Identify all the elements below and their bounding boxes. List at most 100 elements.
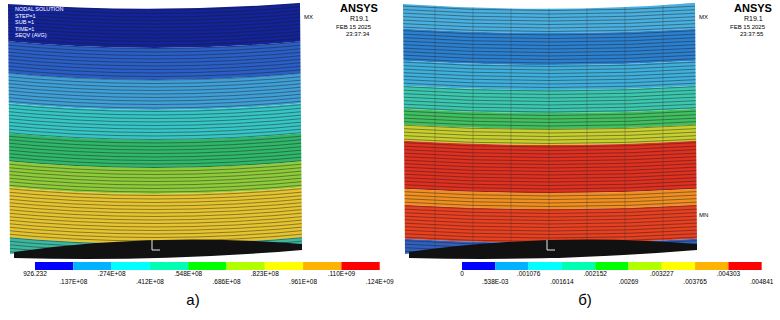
mesh-line bbox=[0, 111, 315, 119]
contour-band bbox=[0, 40, 315, 80]
mesh-line bbox=[390, 209, 710, 214]
mesh-line bbox=[587, 0, 588, 260]
contour-band bbox=[0, 186, 315, 244]
mesh-line bbox=[0, 6, 315, 14]
mesh-line bbox=[0, 219, 315, 227]
mesh-line bbox=[390, 30, 710, 35]
legend-value: .274E+08 bbox=[98, 271, 126, 278]
mesh-line bbox=[0, 209, 315, 217]
mesh-line bbox=[0, 216, 315, 224]
mesh-line bbox=[390, 51, 710, 56]
mesh-line bbox=[390, 2, 710, 7]
legend-swatch bbox=[662, 262, 695, 270]
max-marker: MX bbox=[304, 14, 313, 20]
mesh-line bbox=[0, 76, 315, 84]
mesh-line bbox=[0, 128, 315, 136]
legend-value: .823E+08 bbox=[251, 271, 279, 278]
mesh-line bbox=[390, 72, 710, 77]
mesh-line bbox=[0, 198, 315, 206]
mesh-line bbox=[390, 205, 710, 210]
mesh-line bbox=[390, 41, 710, 46]
mesh-line bbox=[390, 177, 710, 182]
legend-swatch bbox=[341, 262, 379, 270]
contour-band bbox=[390, 188, 710, 209]
mesh-line bbox=[0, 202, 315, 210]
mesh-line bbox=[0, 135, 315, 143]
legend-swatch bbox=[150, 262, 188, 270]
solution-info: TIME=1 bbox=[14, 27, 35, 33]
legend-value: .137E+08 bbox=[59, 279, 87, 286]
mesh-line bbox=[390, 135, 710, 140]
contour-band bbox=[390, 204, 710, 243]
solution-info: SEQV (AVG) bbox=[14, 33, 48, 39]
mesh-line bbox=[0, 107, 315, 115]
mesh-line bbox=[0, 188, 315, 196]
mesh-line bbox=[390, 125, 710, 130]
mesh-line bbox=[0, 58, 315, 66]
mesh-line bbox=[390, 230, 710, 235]
program-version: R19.1 bbox=[350, 15, 369, 22]
mesh-line bbox=[390, 223, 710, 228]
mesh-line bbox=[390, 156, 710, 161]
mesh-line bbox=[0, 184, 315, 192]
shell-inner-edge bbox=[14, 240, 302, 260]
contour-band bbox=[0, 236, 315, 278]
mesh-line bbox=[0, 170, 315, 178]
legend-swatch bbox=[303, 262, 341, 270]
axis-triad bbox=[152, 240, 160, 250]
mesh-line bbox=[390, 114, 710, 119]
mesh-line bbox=[0, 48, 315, 56]
subfigure-caption: а) bbox=[186, 292, 199, 308]
legend-value: .004303 bbox=[717, 271, 741, 278]
mesh-line bbox=[390, 170, 710, 175]
mesh-line bbox=[390, 174, 710, 179]
legend-swatch bbox=[595, 262, 628, 270]
contour-band bbox=[390, 85, 710, 113]
program-name: ANSYS bbox=[734, 3, 772, 15]
mesh-line bbox=[0, 65, 315, 73]
mesh-line bbox=[0, 226, 315, 234]
solution-info: NODAL SOLUTION bbox=[14, 7, 64, 13]
mesh-line bbox=[390, 6, 710, 11]
mesh-line bbox=[0, 104, 315, 112]
legend-swatch bbox=[227, 262, 265, 270]
contour-bands bbox=[390, 0, 710, 275]
mesh-line bbox=[390, 142, 710, 147]
mesh-line bbox=[0, 90, 315, 98]
legend-value: .124E+09 bbox=[366, 279, 394, 286]
mesh-line bbox=[390, 20, 710, 25]
mesh-line bbox=[0, 86, 315, 94]
mesh-line bbox=[0, 79, 315, 87]
mesh-line bbox=[390, 132, 710, 137]
contour-band bbox=[390, 238, 710, 275]
legend-swatch bbox=[188, 262, 226, 270]
legend-value: .001076 bbox=[517, 271, 541, 278]
legend-swatch bbox=[695, 262, 728, 270]
mesh-line bbox=[390, 27, 710, 32]
mesh-line bbox=[390, 128, 710, 133]
mesh-line bbox=[0, 149, 315, 157]
legend-swatch bbox=[728, 262, 761, 270]
mesh-line bbox=[0, 72, 315, 80]
contour-band bbox=[0, 160, 315, 194]
contour-bands bbox=[0, 0, 315, 278]
legend-value: .686E+08 bbox=[212, 279, 240, 286]
mesh-line bbox=[390, 188, 710, 193]
mesh-line bbox=[390, 111, 710, 116]
mesh-line bbox=[390, 65, 710, 70]
program-version: R19.1 bbox=[744, 15, 763, 22]
mesh-line bbox=[390, 184, 710, 189]
mesh-line bbox=[390, 181, 710, 186]
mesh-line bbox=[0, 23, 315, 31]
mesh-line bbox=[390, 139, 710, 144]
mesh-line bbox=[0, 233, 315, 241]
legend-value: .002152 bbox=[583, 271, 607, 278]
shell-inner-edge bbox=[409, 240, 697, 260]
mesh-line bbox=[0, 69, 315, 77]
axis-triad bbox=[547, 240, 555, 250]
mesh-line bbox=[0, 153, 315, 161]
contour-band bbox=[390, 28, 710, 65]
legend-value: 0 bbox=[460, 271, 464, 278]
mesh-line bbox=[435, 0, 436, 260]
mesh-line bbox=[390, 107, 710, 112]
